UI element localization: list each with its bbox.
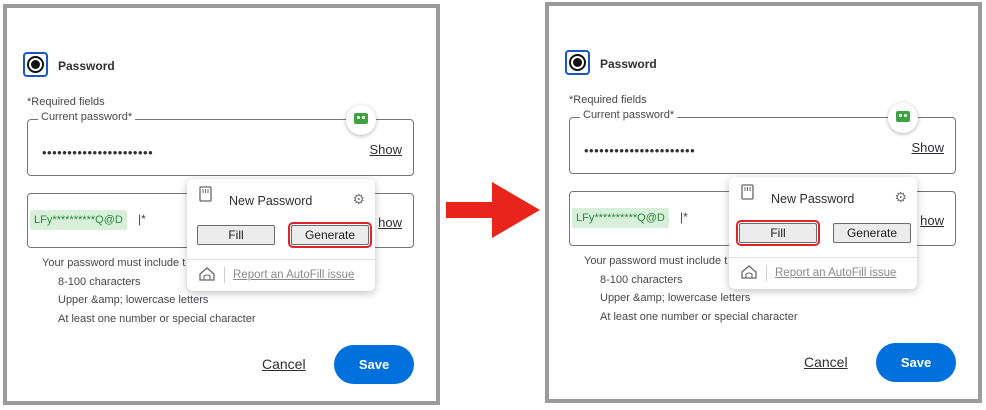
cancel-link[interactable]: Cancel (804, 354, 848, 370)
new-password-popup: New Password ⚙ Fill Generate Report an A… (187, 179, 375, 291)
rule-item: Upper &amp; lowercase letters (58, 294, 209, 306)
rule-item: 8-100 characters (600, 273, 683, 286)
generated-password-value: LFy**********Q@D (30, 210, 127, 230)
rules-intro: Your password must include t (42, 257, 186, 269)
password-lock-icon (23, 52, 48, 77)
save-button[interactable]: Save (334, 345, 414, 384)
rule-item: Upper &amp; lowercase letters (600, 292, 751, 304)
rule-item: At least one number or special character (58, 312, 256, 325)
text-cursor: |* (138, 212, 146, 226)
home-icon[interactable] (199, 267, 215, 281)
section-title: Password (58, 59, 115, 73)
popup-divider (187, 259, 375, 260)
password-generator-icon (741, 184, 754, 200)
current-password-label: Current password* (580, 109, 678, 121)
robot-extension-icon[interactable] (888, 103, 918, 133)
required-fields-note: *Required fields (27, 96, 105, 108)
report-autofill-link[interactable]: Report an AutoFill issue (233, 269, 355, 281)
fill-button[interactable]: Fill (736, 220, 820, 246)
password-lock-icon (565, 50, 590, 75)
password-rules: Your password must include t 8-100 chara… (42, 254, 256, 328)
rule-item: 8-100 characters (58, 275, 141, 288)
show-password-toggle[interactable]: Show (911, 140, 944, 155)
right-arrow-icon (446, 182, 540, 238)
password-form-before: Password *Required fields Current passwo… (3, 4, 440, 405)
password-rules: Your password must include t 8-100 chara… (584, 252, 798, 326)
popup-vertical-divider (766, 265, 767, 281)
current-password-label: Current password* (38, 111, 136, 123)
cancel-link[interactable]: Cancel (262, 356, 306, 372)
password-form-after: Password *Required fields Current passwo… (545, 2, 982, 403)
show-new-password-toggle[interactable]: how (920, 213, 944, 228)
popup-title: New Password (771, 192, 855, 206)
rules-intro: Your password must include t (584, 255, 728, 267)
generate-button[interactable]: Generate (833, 223, 911, 243)
generate-button[interactable]: Generate (288, 222, 372, 248)
show-new-password-toggle[interactable]: how (378, 215, 402, 230)
save-button[interactable]: Save (876, 343, 956, 382)
required-fields-note: *Required fields (569, 94, 647, 106)
robot-extension-icon[interactable] (346, 105, 376, 135)
generated-password-value: LFy**********Q@D (572, 208, 669, 228)
report-autofill-link[interactable]: Report an AutoFill issue (775, 267, 897, 279)
new-password-popup: New Password ⚙ Fill Generate Report an A… (729, 177, 917, 289)
text-cursor: |* (680, 210, 688, 224)
current-password-value: •••••••••••••••••••••• (584, 143, 696, 158)
current-password-value: •••••••••••••••••••••• (42, 145, 154, 160)
fill-button[interactable]: Fill (197, 225, 275, 245)
current-password-field[interactable]: Current password* ••••••••••••••••••••••… (569, 109, 956, 174)
popup-title: New Password (229, 194, 313, 208)
show-password-toggle[interactable]: Show (369, 142, 402, 157)
home-icon[interactable] (741, 265, 757, 279)
rule-item: At least one number or special character (600, 310, 798, 323)
popup-divider (729, 257, 917, 258)
gear-icon[interactable]: ⚙ (352, 191, 365, 207)
gear-icon[interactable]: ⚙ (894, 189, 907, 205)
section-title: Password (600, 57, 657, 71)
popup-vertical-divider (224, 267, 225, 283)
password-generator-icon (199, 186, 212, 202)
